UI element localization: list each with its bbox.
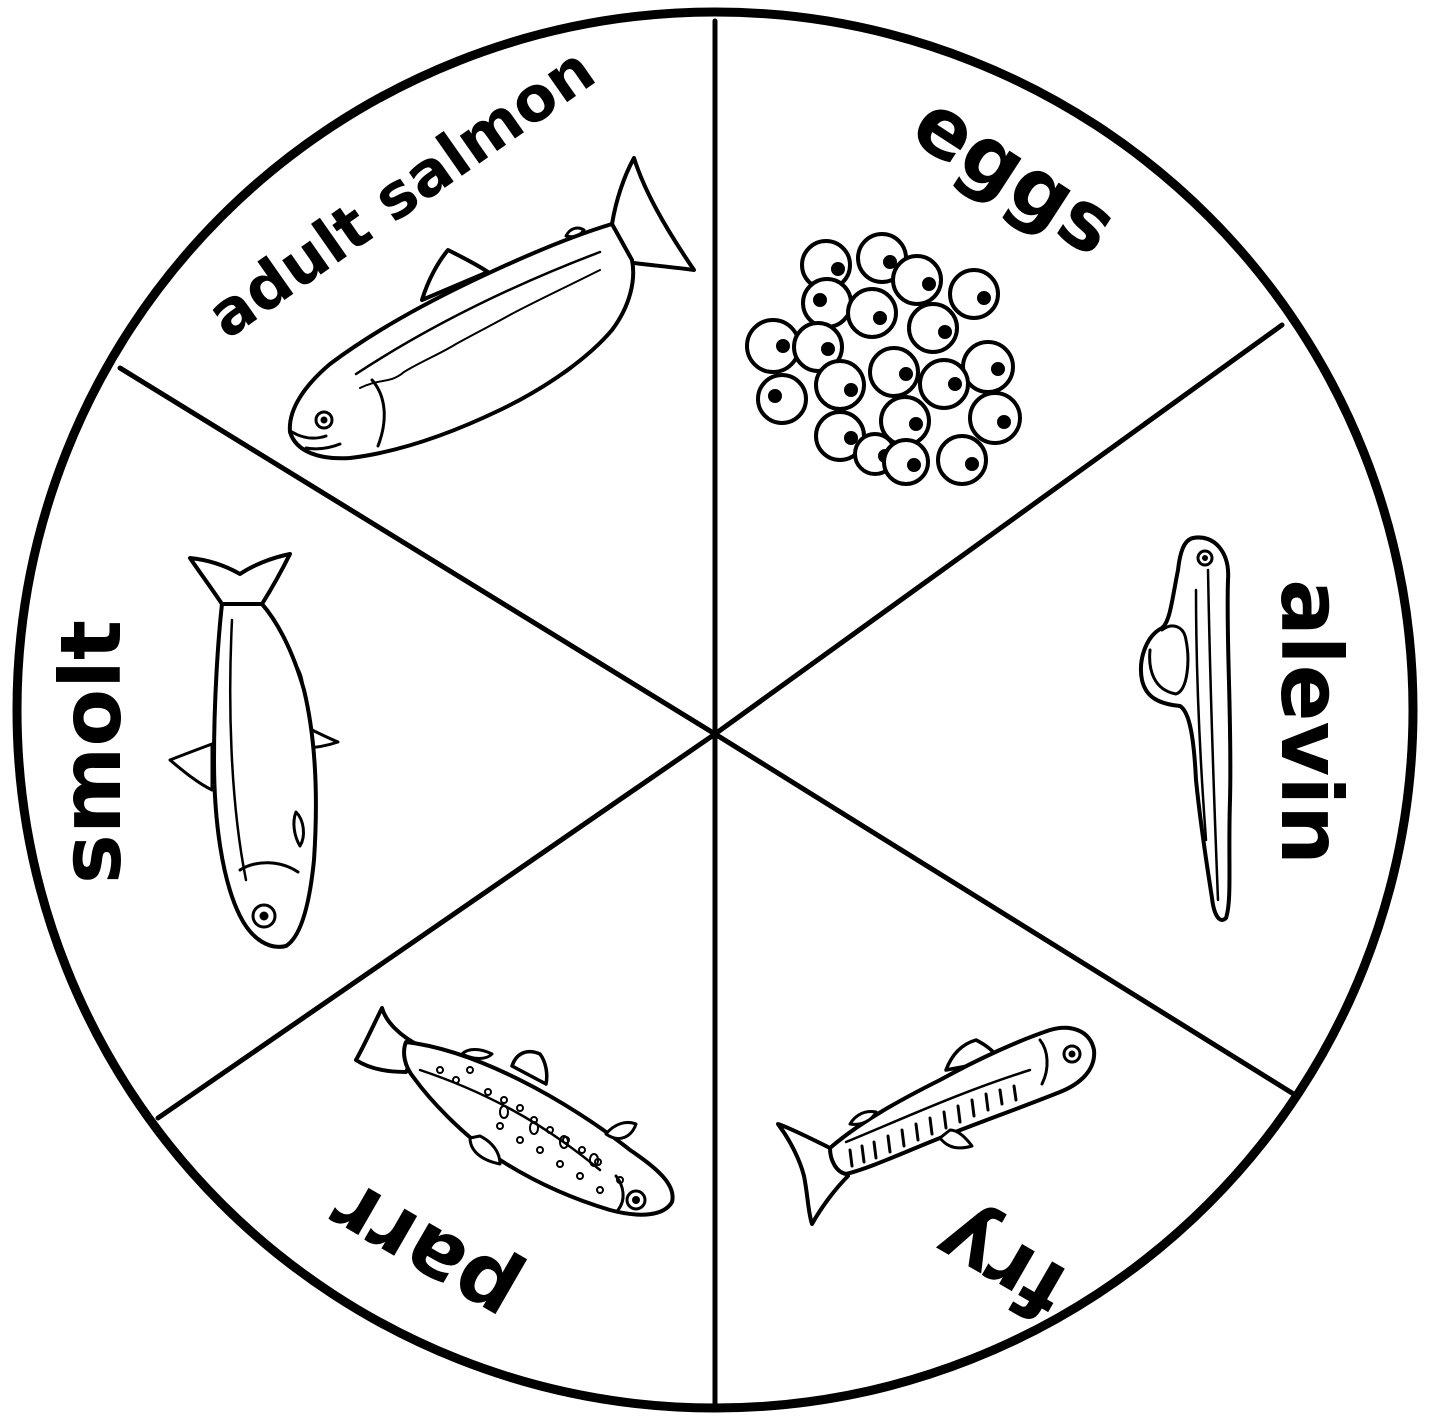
egg (893, 256, 941, 304)
egg (803, 279, 851, 327)
egg (848, 289, 896, 337)
egg (909, 304, 957, 352)
stage-label-smolt: smolt (42, 620, 140, 884)
egg (938, 436, 986, 484)
egg (870, 348, 918, 396)
egg (884, 440, 928, 484)
egg (758, 375, 806, 423)
egg (963, 342, 1013, 392)
stage-label-alevin: alevin (1262, 579, 1360, 865)
egg (816, 361, 864, 409)
egg (970, 393, 1020, 443)
egg (920, 360, 968, 408)
egg (747, 320, 799, 372)
egg (950, 270, 998, 318)
